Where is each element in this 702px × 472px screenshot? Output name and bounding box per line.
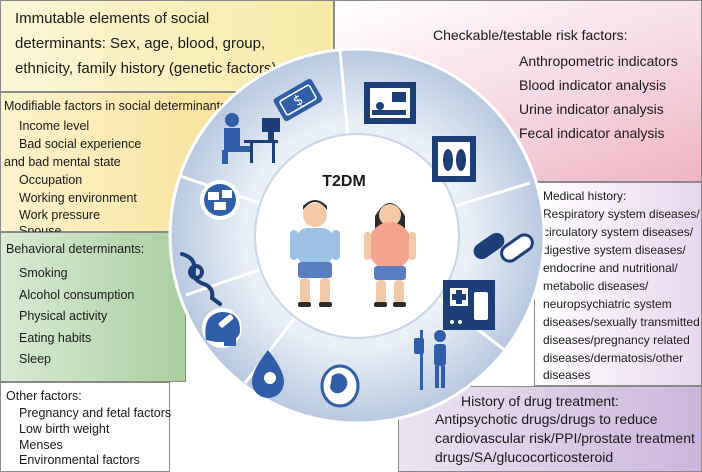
patient-scan-icon (364, 82, 416, 124)
worker-at-computer-icon (222, 113, 280, 164)
medical-title: Medical history: (543, 189, 627, 203)
medical-line: digestive system diseases/ (543, 243, 686, 257)
iv-drip-patient-icon (414, 330, 446, 390)
behavioral-title: Behavioral determinants: (6, 242, 145, 256)
other-item: Environmental factors (19, 453, 140, 467)
other-item: Low birth weight (19, 422, 110, 436)
drug-line: drugs/SA/glucocorticosteroid (435, 449, 614, 465)
behavioral-factors-box: Behavioral determinants: Smoking Alcohol… (0, 232, 186, 382)
behavioral-item: Smoking (19, 266, 68, 280)
modifiable-item: Work pressure (19, 208, 101, 222)
woman-figure (364, 203, 416, 307)
modifiable-item: Income level (19, 119, 90, 133)
checkable-item: Fecal indicator analysis (519, 125, 665, 141)
rope-knot-icon (180, 252, 222, 306)
man-figure (290, 200, 340, 307)
modifiable-item: and bad mental state (4, 155, 121, 169)
drug-history-box: History of drug treatment: Antipsychotic… (398, 386, 702, 472)
medical-line: endocrine and nutritional/ (543, 261, 678, 275)
fetus-icon (320, 364, 360, 408)
behavioral-item: Physical activity (19, 309, 108, 323)
other-item: Menses (19, 438, 63, 452)
lung-xray-icon (432, 136, 476, 182)
medical-line: diseases/sexually transmitted (543, 315, 700, 329)
behavioral-item: Alcohol consumption (19, 288, 135, 302)
inner-circle (254, 133, 460, 339)
checkable-title: Checkable/testable risk factors: (433, 27, 628, 43)
other-factors-box: Other factors: Pregnancy and fetal facto… (0, 382, 172, 472)
center-label: T2DM (322, 173, 366, 190)
pills-icon (473, 232, 534, 263)
medical-line: circulatory system diseases/ (543, 225, 694, 239)
behavioral-item: Eating habits (19, 331, 92, 345)
medical-line: neuropsychiatric system (543, 297, 672, 311)
other-title: Other factors: (6, 389, 82, 403)
checkable-item: Blood indicator analysis (519, 77, 667, 93)
medical-line: diseases (543, 368, 591, 382)
medical-history-box: Medical history: Respiratory system dise… (534, 182, 702, 386)
immutable-line-1: Immutable elements of social (15, 10, 210, 27)
medical-line: diseases/pregnancy related (543, 333, 690, 347)
drug-line: Antipsychotic drugs/drugs to reduce (435, 411, 658, 427)
modifiable-item: Occupation (19, 173, 83, 187)
money-icon: $ (273, 78, 323, 122)
modifiable-item: Working environment (19, 191, 137, 205)
drug-title: History of drug treatment: (461, 393, 619, 409)
immutable-line-2: determinants: Sex, age, blood, group, (15, 35, 266, 52)
stressed-mind-icon (200, 180, 240, 220)
water-drop-icon (252, 350, 284, 398)
modifiable-item: Bad social experience (19, 137, 142, 151)
drug-line: cardiovascular risk/PPI/prostate treatme… (435, 430, 695, 446)
medicine-bottle-icon (443, 280, 495, 330)
immutable-line-3: ethnicity, family history (genetic facto… (15, 60, 277, 77)
medical-line: diseases/dermatosis/other (543, 351, 684, 365)
head-brain-icon (202, 308, 242, 348)
checkable-item: Urine indicator analysis (519, 101, 664, 117)
medical-line: Respiratory system diseases/ (543, 207, 700, 221)
checkable-item: Anthropometric indicators (519, 53, 678, 69)
medical-line: metabolic diseases/ (543, 279, 649, 293)
behavioral-item: Sleep (19, 352, 51, 366)
immutable-factors-box: Immutable elements of social determinant… (0, 0, 334, 92)
modifiable-title: Modifiable factors in social determinant… (4, 99, 230, 113)
other-item: Pregnancy and fetal factors (19, 406, 172, 420)
